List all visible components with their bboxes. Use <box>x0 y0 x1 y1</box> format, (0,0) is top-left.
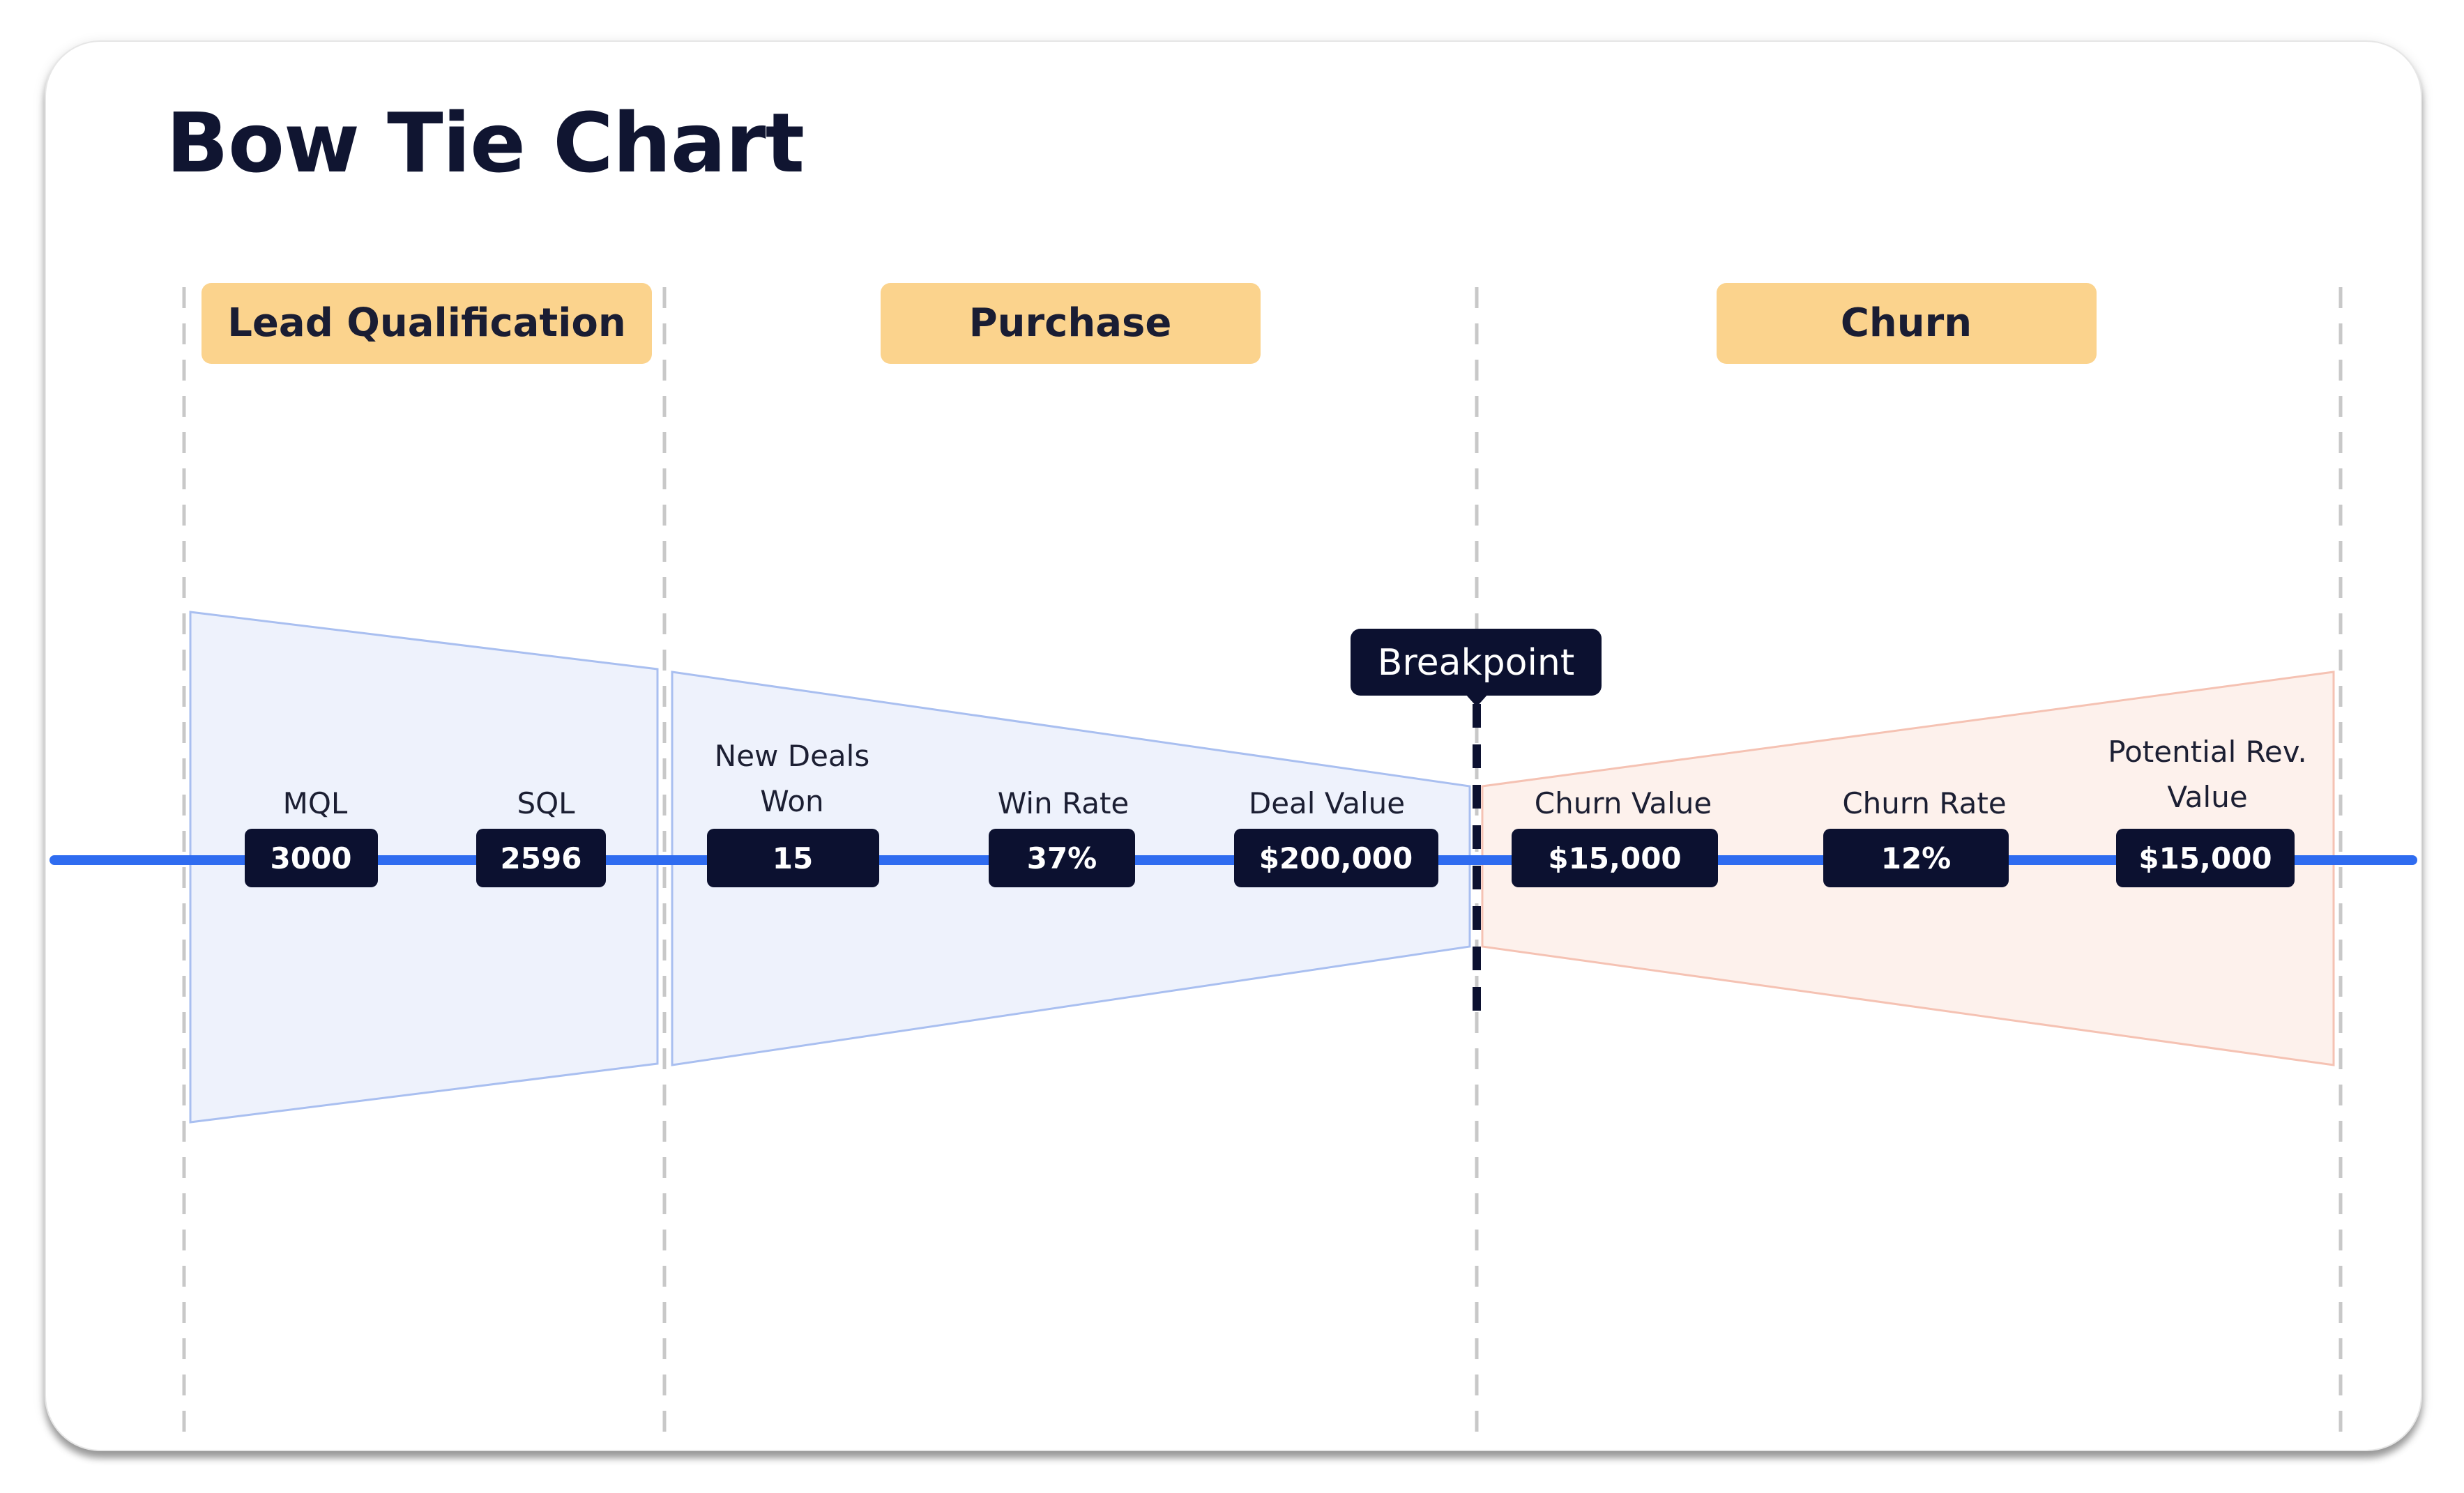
metric-value: 15 <box>773 841 813 875</box>
stage-header-purchase: Purchase <box>881 283 1261 364</box>
metric-value: 3000 <box>271 841 352 875</box>
metric-label: Potential Rev. <box>2108 735 2306 769</box>
page-title: Bow Tie Chart <box>166 95 805 191</box>
metric-value: 12% <box>1881 841 1952 875</box>
metric-churn-rate: Churn Rate 12% <box>1823 786 2009 887</box>
breakpoint-tag: Breakpoint <box>1351 629 1602 707</box>
metric-value: 2596 <box>501 841 582 875</box>
breakpoint-label: Breakpoint <box>1378 642 1575 684</box>
metric-label: Churn Value <box>1535 786 1712 820</box>
metric-label: MQL <box>283 786 348 820</box>
metric-label: Value <box>2167 780 2247 814</box>
metric-label: Churn Rate <box>1842 786 2006 820</box>
metric-label: New Deals <box>715 739 869 773</box>
stage-header-lead-qualification: Lead Qualification <box>201 283 652 364</box>
lead-qualification-section <box>189 611 659 1124</box>
metric-win-rate: Win Rate 37% <box>989 786 1135 887</box>
metric-value: $15,000 <box>2138 841 2272 875</box>
stage-label: Lead Qualification <box>227 300 625 346</box>
metric-label: Win Rate <box>998 786 1130 820</box>
metric-label: Deal Value <box>1249 786 1405 820</box>
metric-value: 37% <box>1027 841 1097 875</box>
stage-header-churn: Churn <box>1717 283 2097 364</box>
metric-mql: MQL 3000 <box>245 786 378 887</box>
metric-value: $200,000 <box>1259 841 1413 875</box>
metric-deal-value: Deal Value $200,000 <box>1234 786 1438 887</box>
metric-potential-rev-value: Potential Rev. Value $15,000 <box>2108 735 2307 887</box>
stage-label: Churn <box>1841 300 1972 346</box>
metric-label: Won <box>760 784 823 818</box>
metric-label: SQL <box>517 786 575 820</box>
metric-value: $15,000 <box>1548 841 1681 875</box>
section-dividers <box>182 287 2343 1443</box>
stage-label: Purchase <box>969 300 1172 346</box>
metric-churn-value: Churn Value $15,000 <box>1512 786 1718 887</box>
metric-sql: SQL 2596 <box>476 786 606 887</box>
metric-new-deals-won: New Deals Won 15 <box>707 739 879 887</box>
